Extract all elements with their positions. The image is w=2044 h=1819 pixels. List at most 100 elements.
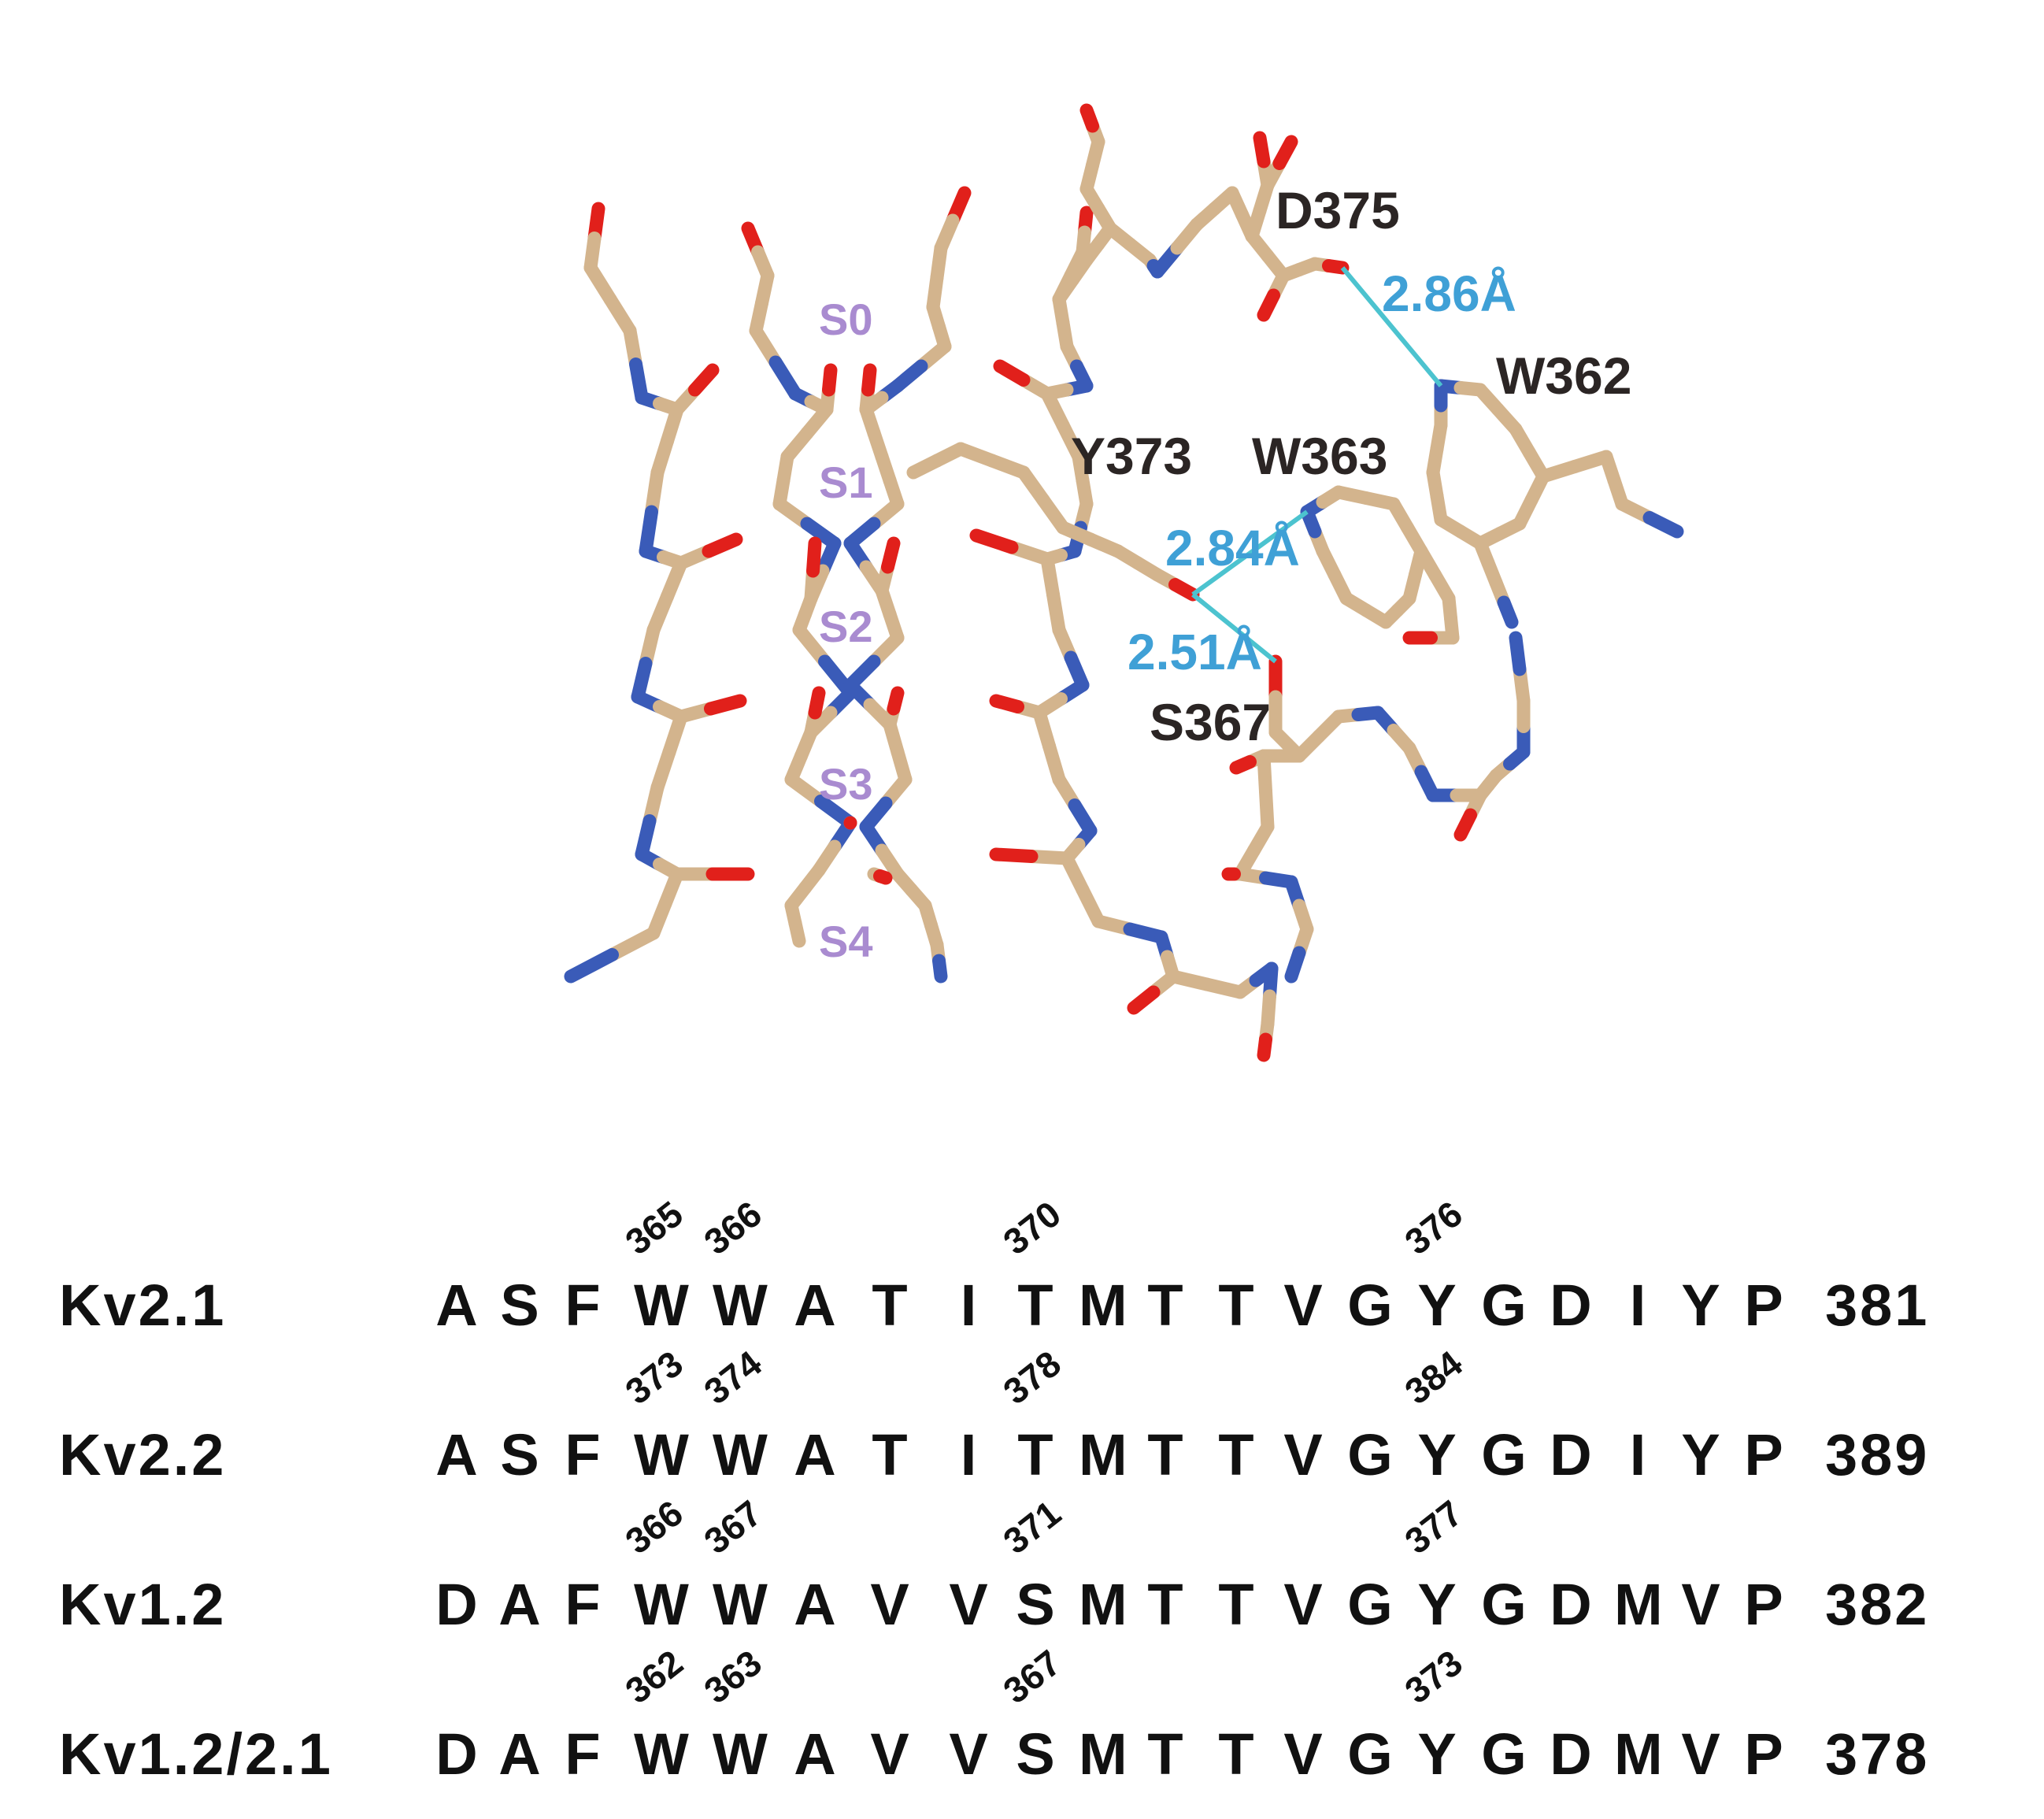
bond-stick (1453, 808, 1477, 842)
bond-stick (688, 363, 720, 397)
site-label-s2: S2 (819, 602, 873, 651)
residue-letter: V (1283, 1273, 1323, 1338)
bond-stick (1300, 505, 1322, 539)
residue-number: 366 (617, 1491, 691, 1562)
residue-letter: M (1079, 1572, 1128, 1637)
bond-stick (1079, 103, 1099, 133)
residue-letter: G (1481, 1572, 1527, 1637)
bond-stick (1642, 511, 1684, 539)
residue-letter: T (1218, 1273, 1254, 1338)
residue-number: 371 (995, 1491, 1068, 1562)
residue-letter: Y (1681, 1273, 1720, 1338)
site-label-s1: S1 (819, 458, 873, 507)
residue-letter: Y (1417, 1572, 1457, 1637)
residue-number: 370 (995, 1192, 1068, 1263)
residue-letter: W (713, 1422, 768, 1487)
residue-letter: I (1629, 1422, 1646, 1487)
residue-letter: F (565, 1273, 601, 1338)
hydrogen-bonds (1191, 266, 1443, 664)
bond-stick (822, 363, 838, 397)
bond-stick (564, 948, 619, 984)
residue-letter: S (1016, 1721, 1055, 1787)
bond-stick (861, 363, 877, 397)
residue-letter: D (435, 1572, 478, 1637)
residue-number: 367 (696, 1491, 769, 1562)
molecular-structure: S0 S1 S2 S3 S4 D375 W362 Y373 W363 S367 … (564, 103, 1684, 1062)
residue-letter: V (1681, 1572, 1720, 1637)
residue-letter: V (1681, 1721, 1720, 1787)
bond-stick (932, 954, 948, 984)
residue-letter: T (1218, 1572, 1254, 1637)
residue-letter: G (1347, 1273, 1393, 1338)
residue-letter: P (1744, 1721, 1783, 1787)
residue-letter: D (1550, 1422, 1592, 1487)
residue-number: 374 (696, 1342, 769, 1413)
residue-letter: G (1347, 1721, 1393, 1787)
bond-stick (1257, 1032, 1272, 1062)
residue-letter: G (1481, 1273, 1527, 1338)
residue-letter: W (713, 1273, 768, 1338)
residue-letter: D (1550, 1273, 1592, 1338)
sequence-end-number: 382 (1825, 1572, 1930, 1637)
site-label-s0: S0 (819, 295, 873, 344)
bond-stick (887, 686, 905, 716)
sequence-name: Kv2.2 (59, 1422, 227, 1487)
residue-label-d375: D375 (1276, 181, 1400, 239)
sequence-end-number: 381 (1825, 1273, 1930, 1338)
residue-letter: W (713, 1572, 768, 1637)
residue-letter: P (1744, 1422, 1783, 1487)
residue-letter: V (1283, 1721, 1323, 1787)
residue-letter: T (1218, 1721, 1254, 1787)
distance-label-d375-w362: 2.86Å (1382, 265, 1516, 322)
residue-letter: D (435, 1721, 478, 1787)
residue-letter: T (872, 1273, 908, 1338)
residue-letter: P (1744, 1572, 1783, 1637)
residue-letter: V (949, 1572, 988, 1637)
stick-bonds (564, 103, 1684, 1062)
residue-letter: M (1079, 1273, 1128, 1338)
bond-stick (792, 623, 831, 669)
residue-letter: V (870, 1721, 909, 1787)
residue-number: 384 (1397, 1342, 1470, 1413)
residue-letter: D (1550, 1572, 1592, 1637)
residue-label-s367: S367 (1150, 693, 1271, 751)
residue-letter: A (498, 1721, 541, 1787)
residue-letter: T (1147, 1572, 1183, 1637)
hydrogen-bond-line (1340, 266, 1443, 387)
residue-letter: W (634, 1572, 689, 1637)
hydrogen-bond-line (1191, 592, 1277, 664)
sequence-name: Kv1.2/2.1 (59, 1721, 333, 1787)
bond-stick (808, 686, 826, 720)
bond-stick (806, 536, 822, 578)
residue-letter: V (949, 1721, 988, 1787)
residue-letter: G (1347, 1572, 1393, 1637)
residue-letter: T (1218, 1422, 1254, 1487)
bond-stick (989, 694, 1024, 713)
residue-letter: A (794, 1721, 836, 1787)
residue-letter: W (634, 1721, 689, 1787)
residue-label-y373: Y373 (1071, 427, 1192, 485)
site-label-s4: S4 (819, 917, 873, 966)
sequence-end-number: 378 (1825, 1721, 1930, 1787)
residue-letter: M (1614, 1721, 1663, 1787)
residue-letter: V (1283, 1422, 1323, 1487)
residue-number: 373 (1397, 1641, 1470, 1712)
bond-stick (1253, 131, 1271, 169)
residue-letter: F (565, 1721, 601, 1787)
sequence-name: Kv1.2 (59, 1572, 227, 1637)
sequence-name: Kv2.1 (59, 1273, 227, 1338)
residue-letter: A (498, 1572, 541, 1637)
sequence-end-number: 389 (1825, 1422, 1930, 1487)
bond-stick (1168, 578, 1200, 602)
residue-letter: W (634, 1422, 689, 1487)
residue-letter: Y (1417, 1273, 1457, 1338)
residue-label-w363: W363 (1252, 427, 1387, 485)
residue-letter: T (1147, 1422, 1183, 1487)
bond-stick (969, 528, 1019, 554)
bond-stick (881, 536, 901, 574)
residue-letter: T (1017, 1422, 1053, 1487)
residue-letter: G (1481, 1721, 1527, 1787)
